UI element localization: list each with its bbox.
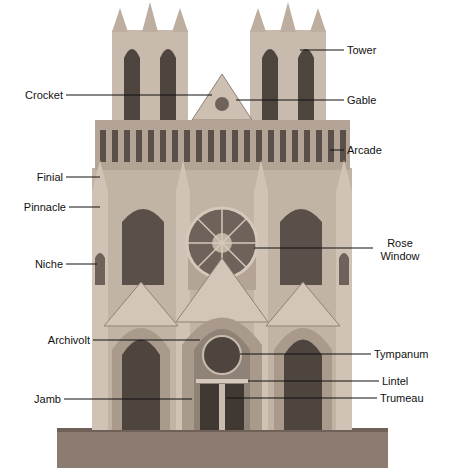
part-label: Jamb [34,393,61,406]
part-label: Crocket [25,89,63,102]
part-label: Tower [347,44,376,57]
part-label: Arcade [347,144,382,157]
leader-lines [64,50,379,399]
part-label: Lintel [382,375,408,388]
part-label: Rose Window [376,237,424,263]
part-label: Gable [347,94,376,107]
part-label: Tympanum [374,348,428,361]
part-label: Archivolt [48,334,90,347]
part-label: Pinnacle [24,201,66,214]
part-label: Finial [37,171,63,184]
part-label: Trumeau [380,392,424,405]
part-label: Niche [35,258,63,271]
